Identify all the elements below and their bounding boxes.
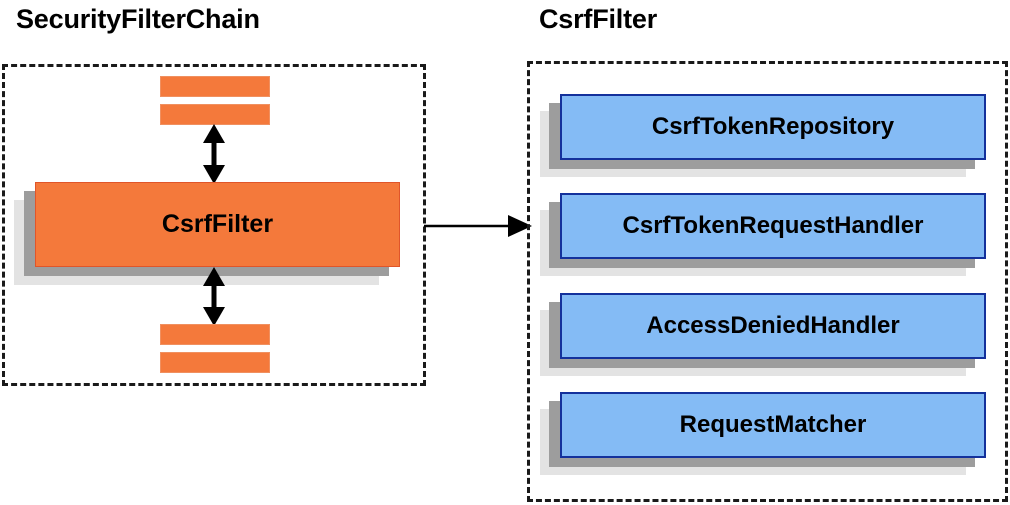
csrf-filter-collaborators-panel <box>527 61 1008 502</box>
collaborator-block-csrf-token-request-handler[interactable]: CsrfTokenRequestHandler <box>540 193 986 276</box>
collaborator-label: CsrfTokenRequestHandler <box>560 193 986 259</box>
filter-strip-below-2 <box>160 352 270 373</box>
collaborator-block-access-denied-handler[interactable]: AccessDeniedHandler <box>540 293 986 376</box>
collaborator-block-csrf-token-repository[interactable]: CsrfTokenRepository <box>540 94 986 177</box>
collaborator-block-request-matcher[interactable]: RequestMatcher <box>540 392 986 475</box>
arrow-below-csrf-filter <box>203 267 225 326</box>
filter-strip-above-1 <box>160 76 270 97</box>
filter-strip-below-1 <box>160 324 270 345</box>
arrow-expand-csrf-filter <box>424 215 532 237</box>
arrow-above-csrf-filter <box>203 124 225 184</box>
filter-strip-above-2 <box>160 104 270 125</box>
collaborator-label: RequestMatcher <box>560 392 986 458</box>
csrf-filter-block[interactable]: CsrfFilter <box>14 182 400 285</box>
collaborator-label: CsrfTokenRepository <box>560 94 986 160</box>
csrf-filter-label: CsrfFilter <box>35 182 400 267</box>
page-title-csrf-filter: CsrfFilter <box>539 4 658 34</box>
page-title-security-filter-chain: SecurityFilterChain <box>16 4 260 34</box>
collaborator-label: AccessDeniedHandler <box>560 293 986 359</box>
